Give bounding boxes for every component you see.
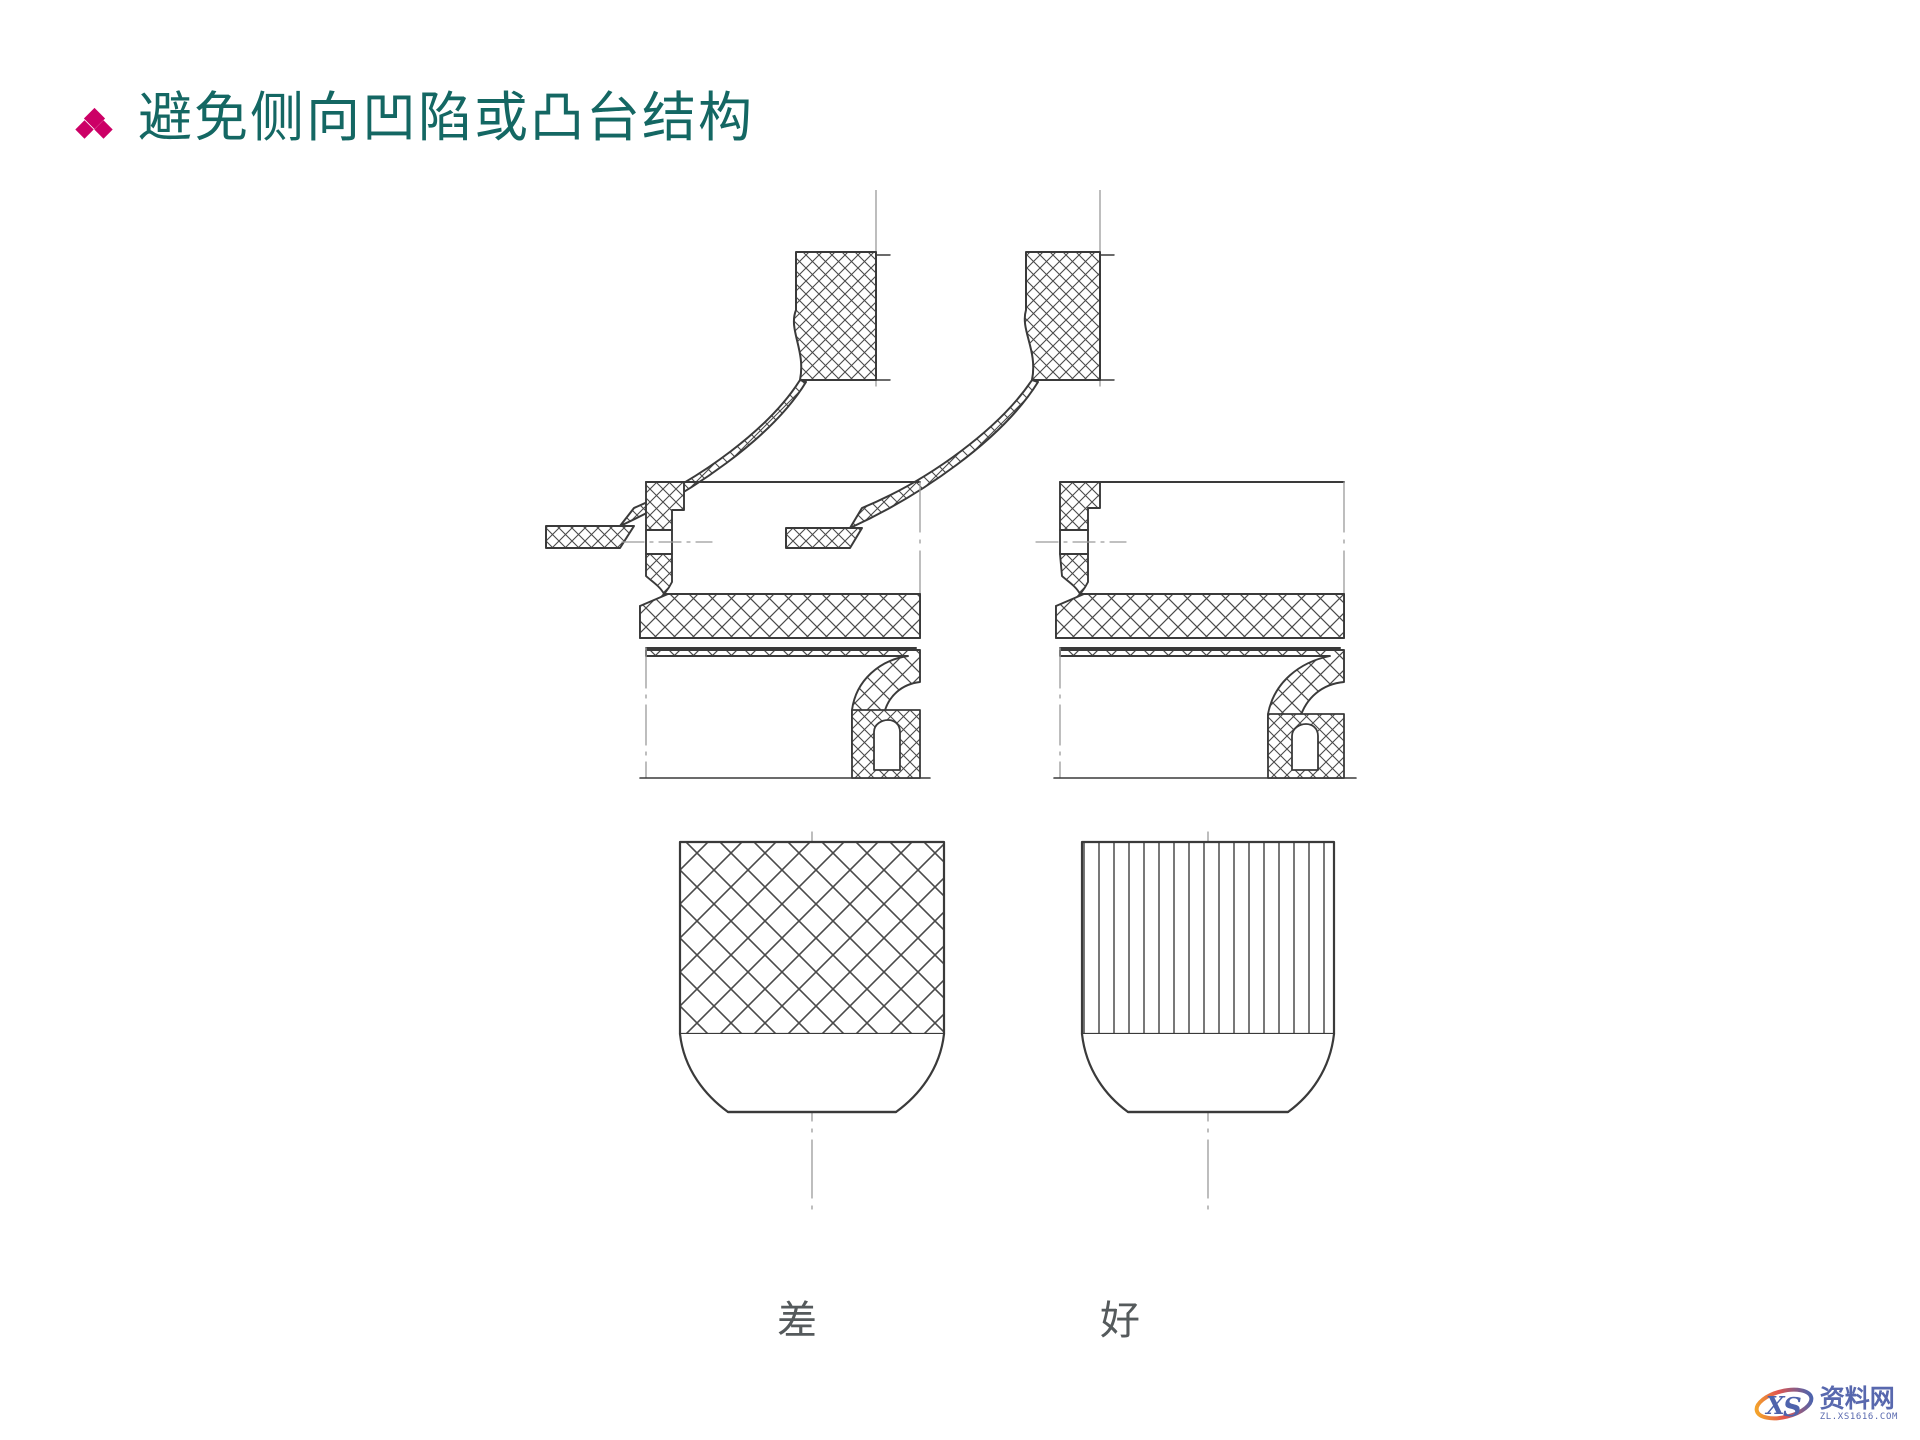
watermark-site-name: 资料网 (1819, 1384, 1895, 1413)
watermark: X S 资料网 ZL.XS1616.COM (1753, 1384, 1898, 1424)
svg-text:S: S (1783, 1393, 1802, 1423)
technical-drawing-figure (0, 190, 1920, 1370)
svg-text:X: X (1764, 1391, 1786, 1420)
drawing-row2-right (1035, 481, 1345, 639)
drawing-row1-left (545, 190, 891, 549)
drawing-row3-left (639, 647, 931, 779)
drawing-row3-right (1053, 647, 1357, 779)
xs-logo-icon: X S (1753, 1384, 1815, 1424)
watermark-url: ZL.XS1616.COM (1819, 1412, 1898, 1422)
page-title: 避免侧向凹陷或凸台结构 (138, 86, 754, 149)
caption-good: 好 (1100, 1298, 1140, 1344)
diamond-cluster-icon (75, 108, 113, 142)
drawing-row4-right (1080, 831, 1336, 1211)
caption-poor: 差 (777, 1298, 817, 1344)
drawing-row1-right (785, 190, 1115, 549)
slide-title-row: 避免侧向凹陷或凸台结构 (75, 86, 754, 149)
drawing-row4-left (678, 831, 946, 1211)
drawing-row2-left (621, 481, 921, 639)
